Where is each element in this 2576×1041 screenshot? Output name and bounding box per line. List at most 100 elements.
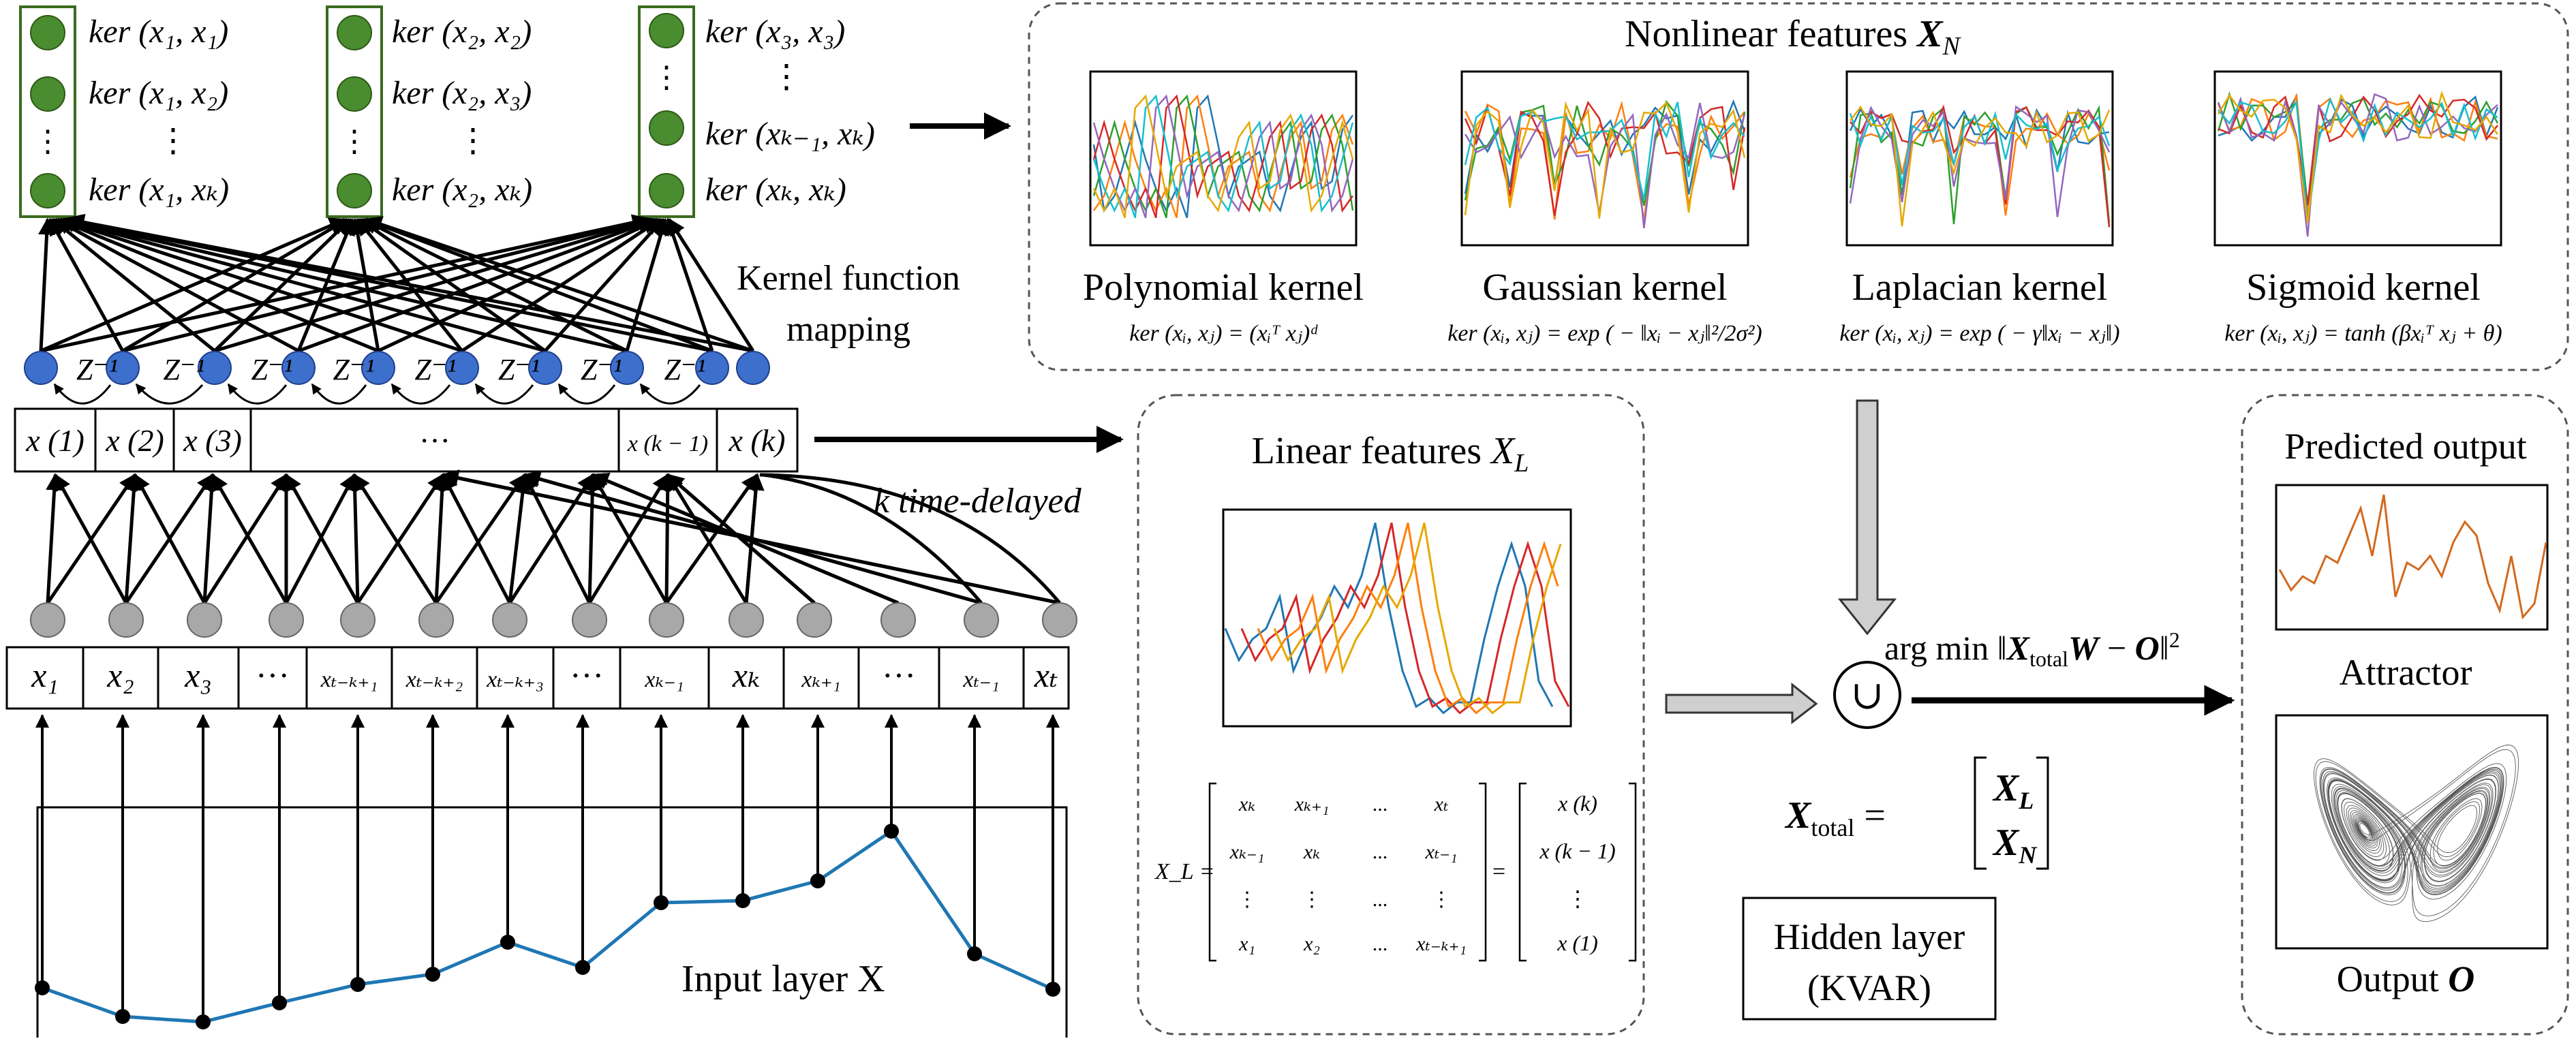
delay-cell: x (2)	[105, 423, 164, 458]
delay-node	[198, 351, 232, 385]
kernel-group-2: ⋮ ker (x₂, x₂) ker (x₂, x₃) ⋮ ker (x₂, x…	[326, 5, 532, 218]
delay-edge	[202, 473, 221, 604]
kernel-term: ker (x₂, x₂)	[392, 14, 532, 50]
delay-edge	[508, 473, 532, 604]
input-cell: ···	[570, 656, 604, 694]
delay-operator: Z⁻¹	[581, 353, 622, 386]
kernel-term: ker (x₂, xₖ)	[392, 172, 532, 208]
kernel-plot-line	[2217, 95, 2498, 213]
delay-node	[445, 351, 479, 385]
input-series	[35, 714, 1060, 1029]
kernel-edge	[53, 217, 300, 353]
delay-node	[736, 351, 770, 385]
hidden-layer-subtitle: (KVAR)	[1807, 967, 1931, 1008]
kernel-name: Laplacian kernel	[1852, 266, 2108, 309]
delay-edge	[666, 473, 748, 604]
kernel-plot-line	[1464, 101, 1746, 219]
input-point	[425, 967, 440, 982]
input-node	[797, 602, 832, 638]
input-point	[272, 995, 287, 1010]
vertical-ellipsis: ⋮	[33, 125, 63, 158]
input-point	[735, 893, 750, 908]
kernel-plot-line	[2217, 91, 2499, 206]
kernel-edge	[377, 217, 660, 353]
matrix-cell: ...	[1373, 841, 1388, 863]
input-cell: xₜ	[1034, 656, 1058, 694]
kernel-mapping-label-line1: Kernel function	[737, 259, 960, 298]
kernel-group-1: ⋮ ker (x₁, x₁) ker (x₁, x₂) ⋮ ker (x₁, x…	[19, 5, 229, 218]
input-node	[108, 602, 144, 638]
linear-plot-line	[1240, 523, 1570, 715]
kernel-edge	[358, 217, 547, 353]
kernel-node	[337, 173, 372, 208]
output-panel	[2241, 394, 2569, 1036]
delay-edge	[434, 473, 527, 604]
kernel-plot-line	[1092, 94, 1354, 219]
kernel-term: ⋮	[157, 123, 189, 159]
delay-arc	[135, 383, 204, 405]
kernel-edge	[296, 217, 355, 352]
output-label: Output O	[2337, 959, 2475, 999]
kernel-edge	[67, 213, 754, 353]
delay-operator: Z⁻¹	[664, 353, 706, 386]
kernel-edge	[58, 216, 463, 353]
kernel-edge	[51, 218, 216, 352]
kernel-formula: ker (xᵢ, xⱼ) = exp ( − ‖xᵢ − xⱼ‖²/2σ²)	[1447, 321, 1762, 346]
kernel-plots	[1089, 70, 2502, 247]
input-node	[880, 602, 916, 638]
kernel-edge	[213, 218, 352, 352]
kernel-term: ker (xₖ₋₁, xₖ)	[705, 116, 875, 152]
predicted-plot	[2275, 484, 2549, 631]
kernel-plot-line	[2217, 90, 2499, 223]
union-symbol: ∪	[1851, 673, 1884, 717]
kernel-formula: ker (xᵢ, xⱼ) = tanh (βxᵢᵀ xⱼ + θ)	[2224, 321, 2502, 346]
kernel-formula: ker (xᵢ, xⱼ) = (xᵢᵀ xⱼ)ᵈ	[1129, 321, 1318, 346]
objective-function: arg min ‖XtotalW − O‖2	[1884, 627, 2180, 671]
delay-node	[610, 351, 644, 385]
kernel-plot-line	[1464, 102, 1745, 200]
matrix-label: X_L =	[1154, 859, 1215, 884]
delay-node	[24, 351, 58, 385]
linear-plot-line	[1224, 523, 1554, 715]
delay-node	[361, 351, 395, 385]
delay-edge	[666, 473, 816, 604]
kernel-plot-line	[1849, 105, 2111, 217]
input-point	[967, 946, 982, 961]
delay-edge	[346, 473, 364, 604]
kernel-plot-line	[2218, 97, 2498, 221]
vector-cell: x (k − 1)	[1539, 839, 1615, 863]
delay-arc	[53, 383, 112, 405]
delay-cell: x (k − 1)	[627, 431, 708, 456]
input-node-row	[30, 602, 1077, 638]
input-point	[350, 977, 365, 992]
kernel-group-3: ⋮ ker (x₃, x₃) ⋮ ker (xₖ₋₁, xₖ) ker (xₖ,…	[638, 5, 875, 218]
delay-edge	[433, 473, 451, 604]
predicted-series	[2278, 494, 2547, 620]
delay-edge	[124, 473, 142, 604]
delay-edge	[53, 473, 128, 604]
delay-cell: x (1)	[25, 423, 85, 458]
delay-edge	[356, 473, 445, 604]
hidden-layer-box	[1742, 897, 1997, 1021]
input-layer-label: Input layer X	[681, 958, 885, 1000]
kernel-node	[30, 173, 65, 208]
input-node	[1042, 602, 1077, 638]
kernel-edge	[667, 217, 755, 352]
input-cell: x₁	[31, 656, 59, 694]
attractor-label: Attractor	[2340, 652, 2472, 693]
kernel-connections	[38, 213, 755, 353]
kernel-plot-frame	[2213, 70, 2502, 247]
delay-edge	[664, 473, 759, 604]
input-cell: xₜ₋₁	[962, 667, 999, 692]
nonlinear-features-panel	[1028, 2, 2569, 371]
delay-edge	[659, 473, 677, 604]
input-point	[35, 980, 50, 995]
kernel-edge	[56, 217, 379, 353]
input-node	[30, 602, 65, 638]
input-point	[654, 895, 669, 910]
vertical-ellipsis: ⋮	[339, 125, 369, 158]
kernel-node	[30, 15, 65, 50]
kernel-edge	[61, 215, 546, 353]
input-node	[269, 602, 304, 638]
delay-arc	[227, 383, 288, 405]
